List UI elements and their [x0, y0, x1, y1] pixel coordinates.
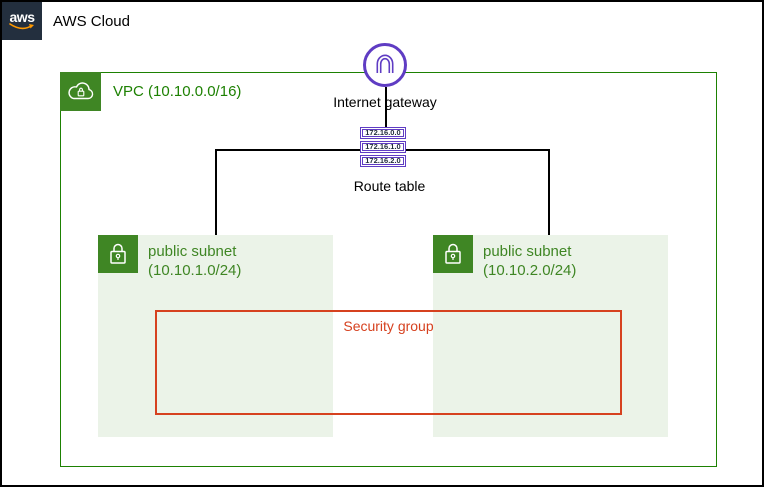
subnet-1-name: public subnet — [148, 243, 237, 260]
subnet-2-cidr: (10.10.2.0/24) — [483, 262, 577, 279]
public-subnet-2: public subnet (10.10.2.0/24) — [433, 235, 668, 437]
route-table: 172.16.0.0 172.16.1.0 172.16.2.0 — [360, 127, 406, 169]
connector-routetable-right — [406, 149, 550, 151]
aws-logo-text: aws — [9, 8, 35, 25]
internet-gateway-label: Internet gateway — [333, 94, 437, 110]
gateway-arch-icon — [376, 54, 394, 73]
subnet-1-cidr: (10.10.1.0/24) — [148, 262, 242, 279]
lock-icon — [445, 243, 461, 264]
subnet-1-label: public subnet (10.10.1.0/24) — [148, 242, 241, 280]
security-group-boundary: Security group — [155, 310, 622, 415]
vpc-icon — [60, 72, 101, 111]
connector-routetable-left — [215, 149, 360, 151]
subnet-lock-icon — [433, 235, 473, 273]
aws-smile-icon — [9, 22, 34, 29]
subnet-2-label: public subnet (10.10.2.0/24) — [483, 242, 576, 280]
vpc-cloud-lock-icon — [67, 81, 93, 99]
internet-gateway-icon — [363, 43, 407, 87]
connector-igw-to-routetable — [385, 87, 387, 129]
connector-to-subnet-1 — [215, 149, 217, 235]
aws-cloud-title: AWS Cloud — [53, 13, 130, 30]
route-entry: 172.16.1.0 — [360, 141, 406, 153]
connector-to-subnet-2 — [548, 149, 550, 235]
public-subnet-1: public subnet (10.10.1.0/24) — [98, 235, 333, 437]
security-group-label: Security group — [343, 318, 434, 334]
route-entry: 172.16.0.0 — [360, 127, 406, 139]
subnet-2-name: public subnet — [483, 243, 572, 260]
vpc-title: VPC (10.10.0.0/16) — [113, 83, 242, 100]
lock-icon — [110, 243, 126, 264]
route-entry: 172.16.2.0 — [360, 155, 406, 167]
subnet-lock-icon — [98, 235, 138, 273]
aws-logo: aws — [2, 2, 42, 40]
route-table-label: Route table — [353, 178, 426, 194]
